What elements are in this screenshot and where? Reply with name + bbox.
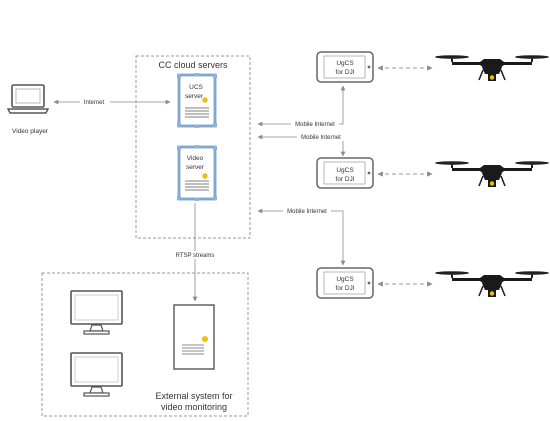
cloud-servers-group bbox=[135, 55, 251, 239]
ucs-server: UCS server bbox=[177, 73, 217, 128]
video-player-label: Video player bbox=[12, 128, 49, 135]
server-tower-icon bbox=[173, 304, 215, 370]
ucs-label-line1: UCS bbox=[189, 84, 203, 91]
video-server-label-line2: server bbox=[186, 164, 205, 171]
ucs-label-line2: server bbox=[185, 93, 204, 100]
external-system-group bbox=[41, 272, 249, 417]
external-system-label-line1: External system for bbox=[155, 391, 232, 401]
internet-label: Internet bbox=[84, 100, 105, 106]
phone-2-label-line1: UgCS bbox=[336, 167, 354, 174]
mobile-internet-label-2: Mobile Internet bbox=[301, 135, 341, 141]
drone-icon bbox=[435, 161, 549, 187]
monitor-icon bbox=[70, 290, 123, 335]
drone-icon bbox=[435, 271, 549, 297]
cloud-servers-label: CC cloud servers bbox=[158, 60, 228, 70]
rtsp-streams-label: RTSP streams bbox=[176, 253, 215, 259]
phone-3-label-line1: UgCS bbox=[336, 276, 354, 283]
phone-3-label-line2: for DJI bbox=[335, 285, 354, 292]
phone-2-label-line2: for DJI bbox=[335, 176, 354, 183]
laptop-icon bbox=[6, 84, 50, 114]
video-server: Video server bbox=[177, 145, 217, 201]
phone-1: UgCS for DJI bbox=[316, 51, 374, 83]
external-system-label-line2: video monitoring bbox=[161, 402, 227, 412]
ucs-indicator-icon bbox=[202, 97, 208, 103]
monitor-icon bbox=[70, 352, 123, 397]
drone-icon bbox=[435, 55, 549, 81]
mobile-internet-link-1 bbox=[257, 85, 346, 127]
phone-1-label-line1: UgCS bbox=[336, 60, 354, 67]
phone-2: UgCS for DJI bbox=[316, 157, 374, 189]
mobile-internet-link-3 bbox=[257, 208, 346, 266]
video-server-indicator-icon bbox=[202, 173, 208, 179]
phone-1-label-line2: for DJI bbox=[335, 69, 354, 76]
mobile-internet-label-3: Mobile Internet bbox=[287, 209, 327, 215]
video-server-label-line1: Video bbox=[187, 155, 204, 162]
mobile-internet-label-1: Mobile Internet bbox=[295, 122, 335, 128]
phone-3: UgCS for DJI bbox=[316, 267, 374, 299]
